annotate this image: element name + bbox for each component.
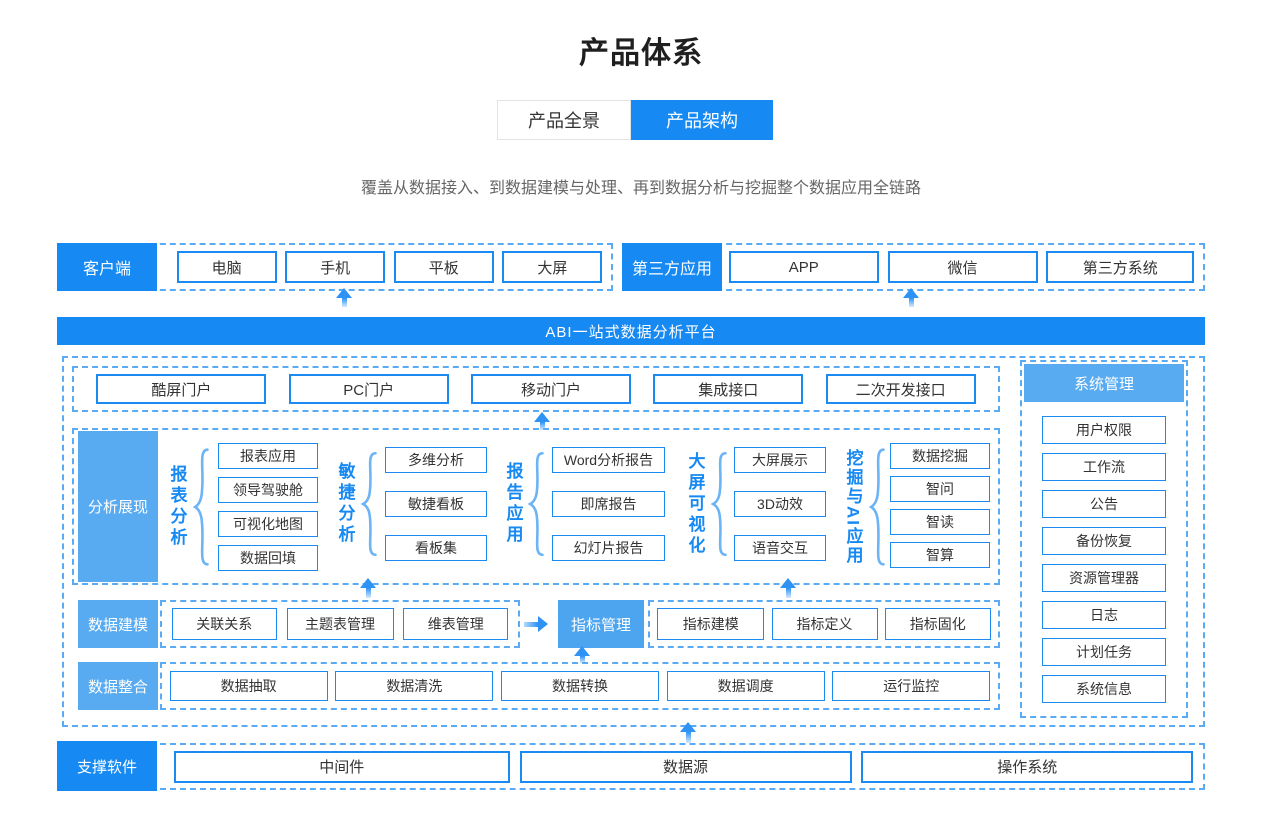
- analysis-item: 智读: [890, 509, 990, 535]
- support-section-label: 支撑软件: [57, 741, 157, 791]
- analysis-item: 看板集: [385, 535, 487, 561]
- platform-banner: ABI一站式数据分析平台: [57, 317, 1205, 345]
- view-tabs: 产品全景 产品架构: [497, 100, 773, 140]
- modeling-item: 关联关系: [171, 608, 277, 640]
- analysis-group-items: 多维分析 敏捷看板 看板集: [385, 447, 487, 561]
- analysis-item: 报表应用: [218, 443, 318, 469]
- arrow-up-icon: [534, 412, 550, 430]
- arrow-up-icon: [574, 646, 590, 663]
- integration-section-label: 数据整合: [78, 662, 158, 710]
- portal-item: 二次开发接口: [825, 374, 976, 404]
- analysis-section: [72, 428, 1000, 585]
- system-management-panel: [1020, 360, 1188, 718]
- modeling-item: 维表管理: [403, 608, 509, 640]
- brace-icon: [868, 446, 888, 568]
- integration-item: 数据清洗: [335, 671, 494, 701]
- brace-icon: [527, 450, 547, 558]
- client-item: 手机: [285, 251, 386, 283]
- system-item: 日志: [1042, 601, 1166, 629]
- analysis-item: 大屏展示: [734, 447, 826, 473]
- analysis-item: 3D动效: [734, 491, 826, 517]
- portal-item: PC门户: [288, 374, 449, 404]
- page-subtitle: 覆盖从数据接入、到数据建模与处理、再到数据分析与挖掘整个数据应用全链路: [360, 180, 921, 197]
- arrow-up-icon: [903, 288, 919, 307]
- system-item: 备份恢复: [1042, 527, 1166, 555]
- integration-item: 数据转换: [500, 671, 659, 701]
- client-item: 大屏: [502, 251, 603, 283]
- analysis-item: 即席报告: [552, 491, 665, 517]
- analysis-item: 可视化地图: [218, 511, 318, 537]
- analysis-group-name: 敏捷分析: [335, 462, 355, 546]
- support-items-panel: 中间件 数据源 操作系统: [140, 743, 1205, 790]
- indicator-management-label: 指标管理: [558, 600, 644, 648]
- analysis-item: 敏捷看板: [385, 491, 487, 517]
- portal-row: 酷屏门户 PC门户 移动门户 集成接口 二次开发接口: [72, 366, 1000, 412]
- arrow-up-icon: [360, 578, 376, 598]
- portal-item: 集成接口: [653, 374, 804, 404]
- analysis-group-items: Word分析报告 即席报告 幻灯片报告: [552, 447, 665, 561]
- analysis-item: 数据挖掘: [890, 443, 990, 469]
- indicator-items-panel: 指标建模 指标定义 指标固化: [648, 600, 1000, 648]
- modeling-section-label: 数据建模: [78, 600, 158, 648]
- analysis-item: 领导驾驶舱: [218, 477, 318, 503]
- page-title: 产品体系: [579, 37, 703, 70]
- system-item: 工作流: [1042, 453, 1166, 481]
- brace-icon: [710, 450, 730, 558]
- client-items-panel: 电脑 手机 平板 大屏: [140, 243, 613, 291]
- brace-icon: [360, 450, 380, 558]
- tab-product-panorama[interactable]: 产品全景: [497, 100, 631, 140]
- client-item: 电脑: [176, 251, 277, 283]
- integration-items-panel: 数据抽取 数据清洗 数据转换 数据调度 运行监控: [160, 662, 1000, 710]
- portal-item: 酷屏门户: [96, 374, 267, 404]
- arrow-up-icon: [780, 578, 796, 598]
- support-item: 中间件: [173, 750, 510, 783]
- modeling-items-panel: 关联关系 主题表管理 维表管理: [160, 600, 520, 648]
- tab-product-architecture[interactable]: 产品架构: [631, 100, 773, 140]
- analysis-item: Word分析报告: [552, 447, 665, 473]
- system-management-header: 系统管理: [1024, 364, 1184, 402]
- integration-item: 运行监控: [832, 671, 991, 701]
- support-item: 数据源: [519, 750, 852, 783]
- analysis-group-items: 大屏展示 3D动效 语音交互: [734, 447, 826, 561]
- analysis-group-items: 数据挖掘 智问 智读 智算: [890, 443, 990, 568]
- analysis-section-label: 分析展现: [78, 431, 158, 582]
- thirdparty-items-panel: APP 微信 第三方系统: [706, 243, 1205, 291]
- indicator-item: 指标建模: [657, 608, 765, 640]
- analysis-group-items: 报表应用 领导驾驶舱 可视化地图 数据回填: [218, 443, 318, 571]
- integration-item: 数据抽取: [169, 671, 328, 701]
- system-item: 用户权限: [1042, 416, 1166, 444]
- support-item: 操作系统: [861, 750, 1194, 783]
- client-section-label: 客户端: [57, 243, 157, 291]
- platform-container: [62, 356, 1205, 727]
- integration-item: 数据调度: [666, 671, 825, 701]
- analysis-group-name: 报表分析: [167, 465, 187, 549]
- system-item: 系统信息: [1042, 675, 1166, 703]
- system-item: 公告: [1042, 490, 1166, 518]
- analysis-item: 幻灯片报告: [552, 535, 665, 561]
- analysis-group-name: 大屏可视化: [685, 451, 705, 557]
- modeling-item: 主题表管理: [286, 608, 394, 640]
- thirdparty-item: APP: [728, 251, 879, 283]
- analysis-item: 数据回填: [218, 545, 318, 571]
- portal-item: 移动门户: [470, 374, 631, 404]
- arrow-up-icon: [336, 288, 352, 307]
- arrow-right-icon: [524, 616, 548, 632]
- indicator-item: 指标固化: [884, 608, 991, 640]
- system-item: 计划任务: [1042, 638, 1166, 666]
- brace-icon: [192, 446, 212, 568]
- analysis-group-name: 挖掘与AI应用: [843, 449, 863, 565]
- analysis-item: 语音交互: [734, 535, 826, 561]
- thirdparty-item: 第三方系统: [1046, 251, 1195, 283]
- thirdparty-section-label: 第三方应用: [622, 243, 722, 291]
- arrow-up-icon: [680, 722, 696, 743]
- system-management-items: 用户权限 工作流 公告 备份恢复 资源管理器 日志 计划任务 系统信息: [1042, 416, 1166, 703]
- analysis-item: 智问: [890, 476, 990, 502]
- system-item: 资源管理器: [1042, 564, 1166, 592]
- thirdparty-item: 微信: [887, 251, 1038, 283]
- analysis-item: 智算: [890, 542, 990, 568]
- client-item: 平板: [393, 251, 494, 283]
- analysis-item: 多维分析: [385, 447, 487, 473]
- analysis-group-name: 报告应用: [503, 462, 523, 546]
- indicator-item: 指标定义: [771, 608, 878, 640]
